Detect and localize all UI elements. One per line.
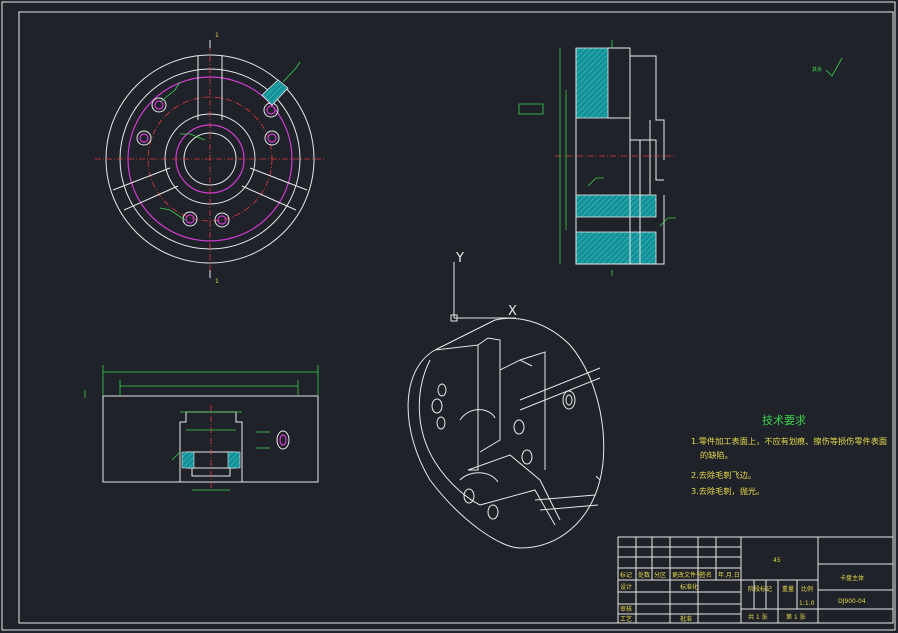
tech-note-2: 2.去除毛刺飞边。 <box>691 470 756 480</box>
scale-value: 1:1.0 <box>799 600 815 607</box>
top-view <box>84 365 319 491</box>
drawing-number: DJ900-04 <box>838 598 866 605</box>
row-label-5: 年.月.日 <box>718 571 740 579</box>
sheet-total: 共 1 张 <box>748 613 768 621</box>
design-label: 设计 <box>620 583 632 591</box>
check-label: 审核 <box>620 605 632 613</box>
approve-label: 批准 <box>680 615 692 623</box>
weight-label: 重量 <box>782 585 794 593</box>
section-mark-top: 1 <box>215 32 219 39</box>
section-view <box>518 40 676 276</box>
front-view: 1 1 <box>95 32 325 285</box>
stage-mark-label: 阶段标记 <box>748 585 772 593</box>
section-mark-bottom: 1 <box>215 278 219 285</box>
roughness-symbol: 其余 <box>812 57 843 77</box>
title-block: 45 卡盘主体 DJ900-04 标记 处数 分区 更改文件号 签名 年.月.日… <box>617 536 894 624</box>
process-label: 工艺 <box>620 615 632 623</box>
roughness-label: 其余 <box>812 66 822 73</box>
axis-y-label: Y <box>455 251 464 266</box>
tech-note-1b: 的缺陷。 <box>700 450 733 460</box>
row-label-0: 标记 <box>620 571 632 579</box>
row-label-4: 签名 <box>700 571 712 579</box>
row-label-2: 分区 <box>654 571 666 579</box>
tech-requirements: 技术要求 1.零件加工表面上，不应有划痕、擦伤等损伤零件表面 的缺陷。 2.去除… <box>691 414 887 496</box>
part-name: 卡盘主体 <box>840 574 864 582</box>
sheet-number: 第 1 张 <box>786 613 806 621</box>
tech-requirements-title: 技术要求 <box>762 414 806 427</box>
material-value: 45 <box>773 557 781 564</box>
tech-note-1: 1.零件加工表面上，不应有划痕、擦伤等损伤零件表面 <box>691 436 887 446</box>
row-label-3: 更改文件号 <box>672 571 702 579</box>
standard-label: 标准化 <box>680 583 698 591</box>
isometric-view: Y X <box>407 251 605 549</box>
scale-label: 比例 <box>801 585 813 593</box>
tech-note-3: 3.去除毛刺，抛光。 <box>691 486 764 496</box>
axis-x-label: X <box>508 304 517 319</box>
row-label-1: 处数 <box>638 571 650 579</box>
inner-border <box>18 11 894 624</box>
